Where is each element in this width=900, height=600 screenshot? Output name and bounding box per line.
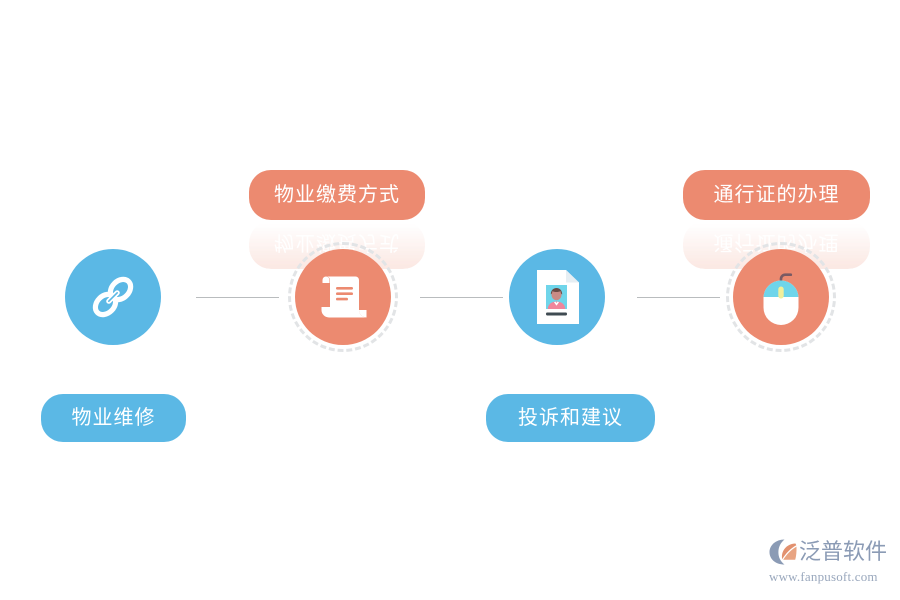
watermark-logo: 泛普软件 www.fanpusoft.com <box>768 536 892 586</box>
pill-label-complaints-suggestions[interactable]: 投诉和建议 <box>486 394 655 442</box>
scroll-document-icon <box>317 270 369 324</box>
pill-label-pass-permit[interactable]: 通行证的办理 <box>683 170 870 220</box>
id-card-icon <box>533 268 581 326</box>
watermark-url: www.fanpusoft.com <box>769 569 878 584</box>
pill-label-text: 通行证的办理 <box>713 184 840 206</box>
pill-label-text: 物业维修 <box>71 407 156 429</box>
pill-label-property-payment[interactable]: 物业缴费方式 <box>249 170 425 220</box>
chain-link-icon <box>87 271 139 323</box>
pill-label-text: 投诉和建议 <box>518 407 623 429</box>
connector-2 <box>420 297 503 298</box>
fanpu-logo-mark-icon <box>768 538 798 566</box>
pill-label-property-repair[interactable]: 物业维修 <box>41 394 186 442</box>
watermark-brand-name: 泛普软件 <box>799 538 888 564</box>
connector-1 <box>196 297 279 298</box>
watermark-logo-row: 泛普软件 <box>768 536 892 567</box>
node-property-repair[interactable] <box>65 249 161 345</box>
computer-mouse-icon <box>755 268 807 326</box>
pill-label-text: 物业缴费方式 <box>274 184 400 206</box>
node-pass-permit[interactable] <box>726 242 836 352</box>
node-property-payment[interactable] <box>288 242 398 352</box>
connector-3 <box>637 297 720 298</box>
node-complaints-suggestions[interactable] <box>509 249 605 345</box>
